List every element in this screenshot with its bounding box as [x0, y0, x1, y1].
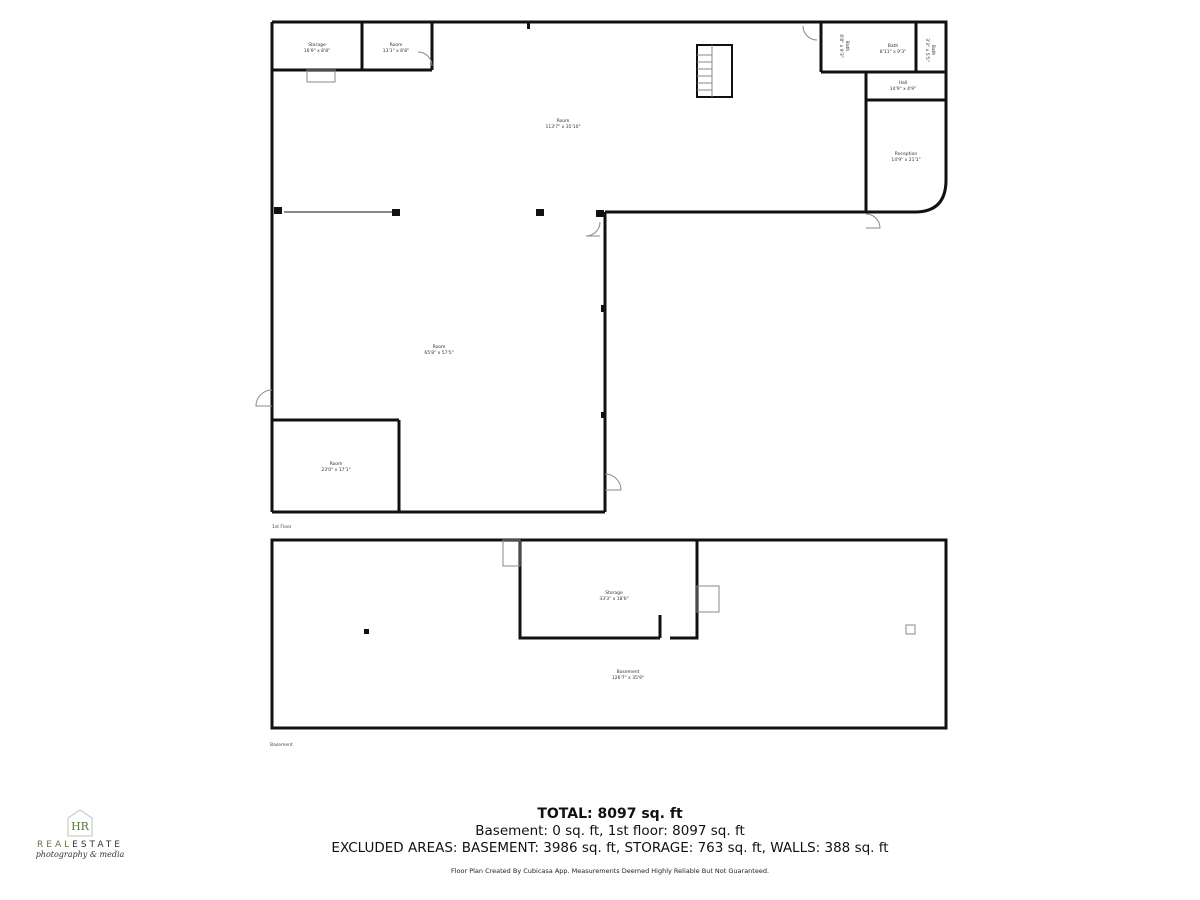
room-name: Bath: [844, 41, 850, 52]
area-breakdown: Basement: 0 sq. ft, 1st floor: 8097 sq. …: [475, 823, 745, 839]
room-name: Storage: [308, 42, 326, 48]
room-name: Basement: [617, 669, 640, 675]
room-labels: Storage 16'9" x 8'8" Room 13'1" x 8'8" R…: [304, 34, 936, 681]
basement-walls: [270, 538, 948, 730]
svg-text:HR: HR: [71, 820, 90, 833]
room-name: Hall: [899, 80, 908, 86]
room-name: Storage: [605, 590, 623, 596]
room-dims: 3'3" x 5'5": [924, 38, 930, 62]
room-dims: 14'9" x 4'9": [890, 86, 916, 92]
house-logo-icon: HR: [67, 809, 93, 837]
disclaimer: Floor Plan Created By Cubicasa App. Meas…: [450, 867, 770, 875]
columns: [274, 22, 606, 634]
first-floor-details: [255, 25, 881, 491]
company-logo: HR REALESTATE photography & media: [30, 808, 130, 859]
room-dims: 33'3" x 18'6": [599, 596, 628, 602]
logo-tagline: photography & media: [35, 850, 125, 859]
room-dims: 13'1" x 8'8": [383, 48, 409, 54]
room-name: Bath: [930, 45, 936, 56]
room-dims: 8'11" x 9'3": [880, 49, 906, 55]
room-name: Bath: [888, 43, 899, 49]
room-dims: 65'8" x 57'5": [424, 350, 453, 356]
room-name: Room: [330, 461, 343, 467]
room-name: Room: [557, 118, 570, 124]
total-area: TOTAL: 8097 sq. ft: [537, 806, 683, 822]
room-name: Room: [433, 344, 446, 350]
area-summary: TOTAL: 8097 sq. ft Basement: 0 sq. ft, 1…: [300, 806, 920, 875]
basement-floor-label: Basement: [270, 743, 293, 748]
room-dims: 6'8" x 9'3": [838, 34, 844, 58]
room-dims: 14'9" x 21'1": [891, 157, 920, 163]
room-dims: 126'7" x 35'9": [612, 675, 644, 681]
logo-wordmark: REALESTATE: [37, 840, 123, 850]
room-dims: 113'7" x 35'10": [545, 124, 580, 130]
first-floor-label: 1st Floor: [272, 525, 292, 530]
room-name: Room: [390, 42, 403, 48]
room-name: Reception: [895, 151, 918, 157]
room-dims: 23'0" x 17'1": [321, 467, 350, 473]
room-dims: 16'9" x 8'8": [304, 48, 330, 54]
first-floor-walls: [270, 20, 948, 514]
excluded-areas: EXCLUDED AREAS: BASEMENT: 3986 sq. ft, S…: [331, 840, 889, 856]
